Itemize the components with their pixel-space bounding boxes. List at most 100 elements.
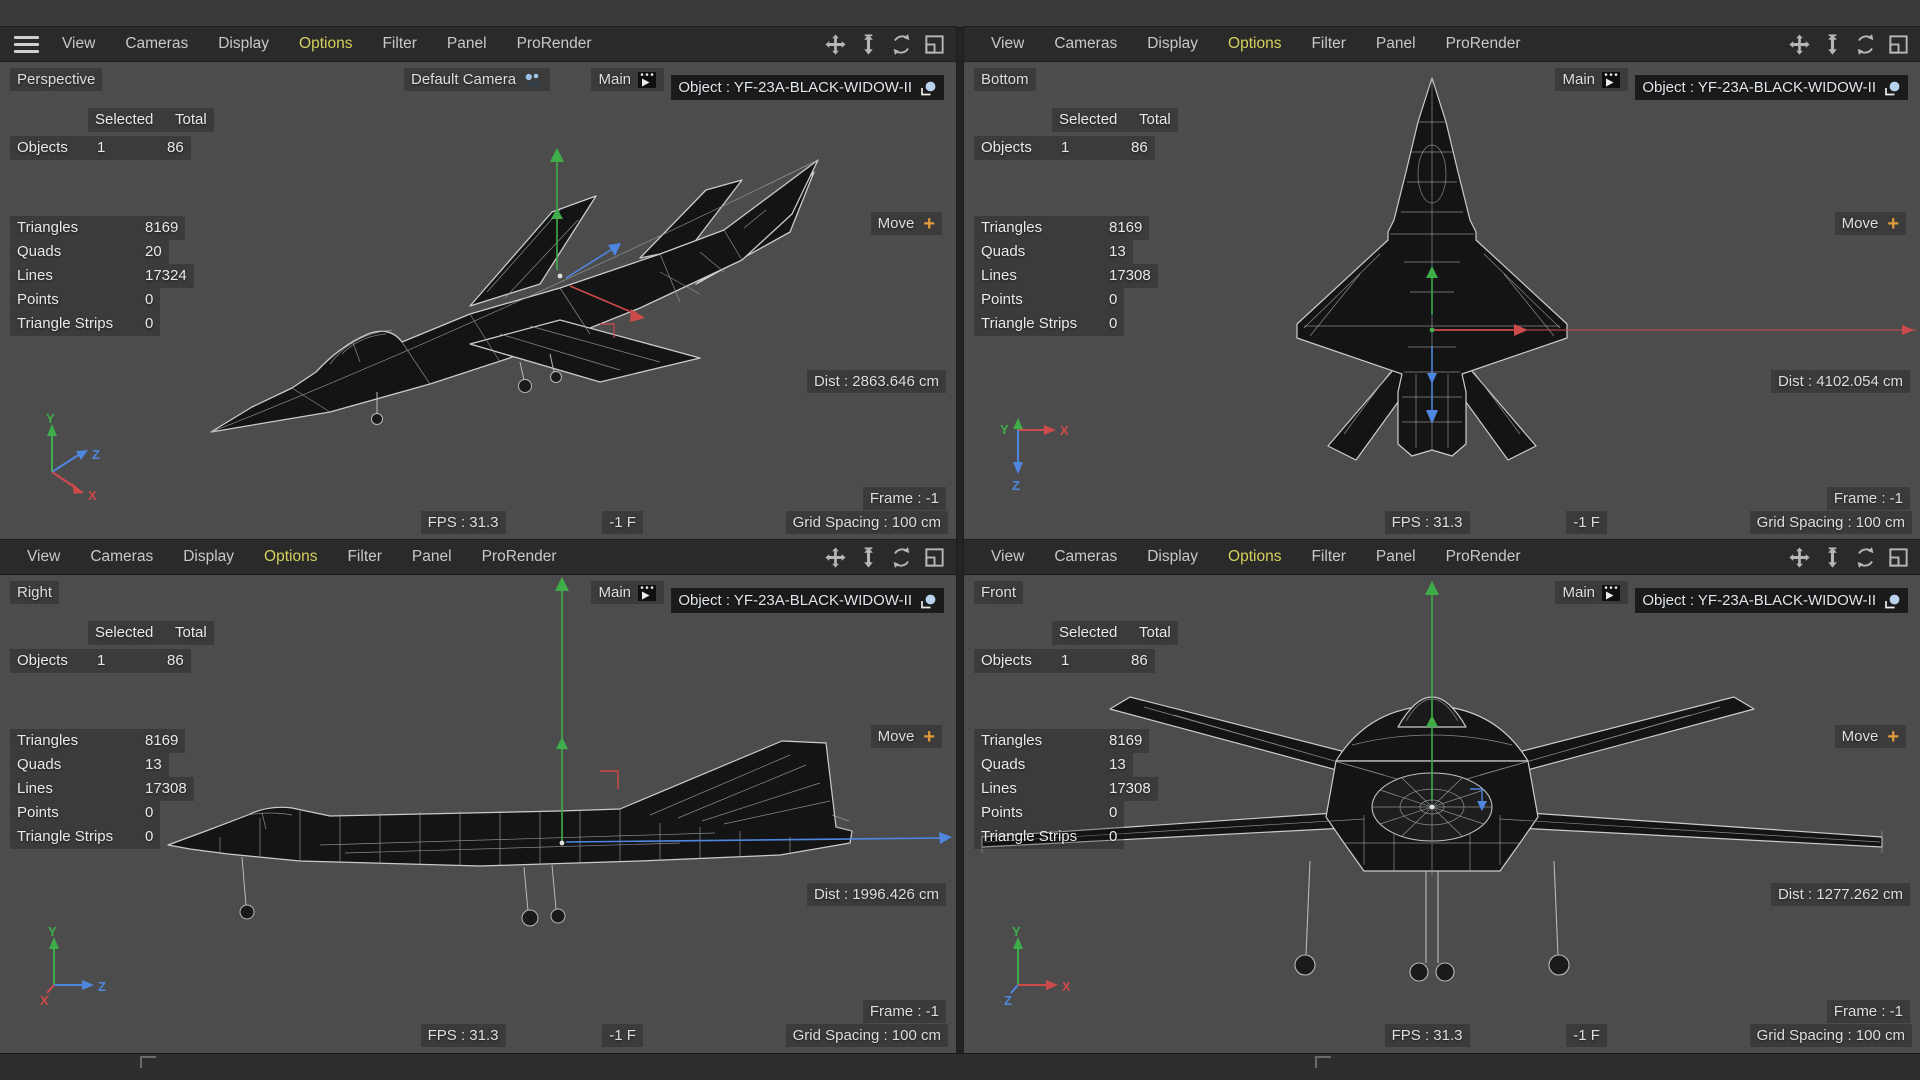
menu-filter[interactable]: Filter — [382, 35, 417, 52]
stat-value: 20 — [145, 243, 162, 260]
pan-view-icon[interactable] — [824, 546, 847, 569]
menu-prorender[interactable]: ProRender — [516, 35, 592, 52]
viewport-front[interactable]: View Cameras Display Options Filter Pane… — [964, 540, 1920, 1053]
object-name-tag[interactable]: Object : YF-23A-BLACK-WIDOW-II — [671, 75, 944, 100]
dolly-zoom-icon[interactable] — [1821, 546, 1844, 569]
viewport-canvas[interactable]: Front Main Object : YF-23A-BLACK-WIDOW-I… — [964, 575, 1920, 1053]
viewport-perspective[interactable]: View Cameras Display Options Filter Pane… — [0, 27, 956, 540]
menu-cameras[interactable]: Cameras — [1054, 548, 1118, 565]
menu-panel[interactable]: Panel — [1375, 548, 1416, 565]
camera-label[interactable]: Default Camera — [404, 68, 551, 91]
menu-filter[interactable]: Filter — [1311, 548, 1346, 565]
stat-label: Triangle Strips — [17, 315, 114, 332]
viewport-menubar: View Cameras Display Options Filter Pane… — [964, 27, 1920, 62]
wireframe-model-bottom[interactable] — [964, 62, 1920, 540]
pan-view-icon[interactable] — [1788, 546, 1811, 569]
frame-readout: Frame : -1 — [1826, 1000, 1910, 1023]
toggle-viewport-icon[interactable] — [923, 546, 946, 569]
object-name-tag[interactable]: Object : YF-23A-BLACK-WIDOW-II — [1635, 588, 1908, 613]
pan-view-icon[interactable] — [824, 33, 847, 56]
rotate-view-icon[interactable] — [890, 546, 913, 569]
menu-view[interactable]: View — [62, 35, 96, 52]
stats-objects-label: Objects — [17, 139, 68, 156]
distance-readout: Dist : 1996.426 cm — [806, 883, 946, 906]
hamburger-menu-icon[interactable] — [14, 35, 39, 53]
stat-value: 0 — [1109, 804, 1118, 821]
stats-objects-total: 86 — [1131, 652, 1148, 669]
move-tool-tag[interactable]: Move + — [870, 212, 942, 235]
menu-panel[interactable]: Panel — [446, 35, 487, 52]
dolly-zoom-icon[interactable] — [1821, 33, 1844, 56]
svg-text:Z: Z — [92, 447, 100, 462]
menu-view[interactable]: View — [991, 548, 1025, 565]
film-icon — [637, 71, 657, 89]
menu-cameras[interactable]: Cameras — [125, 35, 189, 52]
toggle-viewport-icon[interactable] — [1887, 546, 1910, 569]
grid-spacing-readout: Grid Spacing : 100 cm — [1749, 1024, 1912, 1047]
main-take-tag[interactable]: Main — [591, 68, 664, 91]
menu-cameras[interactable]: Cameras — [1054, 35, 1118, 52]
wireframe-model-front[interactable] — [964, 575, 1920, 1053]
wireframe-model-perspective[interactable] — [0, 62, 956, 540]
menu-display[interactable]: Display — [1147, 548, 1199, 565]
viewport-canvas[interactable]: Right Main Object : YF-23A-BLACK-WIDOW-I… — [0, 575, 956, 1053]
menu-filter[interactable]: Filter — [347, 548, 382, 565]
main-take-tag[interactable]: Main — [591, 581, 664, 604]
stat-value: 13 — [1109, 756, 1126, 773]
rotate-view-icon[interactable] — [1854, 33, 1877, 56]
view-name-label[interactable]: Right — [10, 581, 60, 604]
menu-options[interactable]: Options — [1228, 548, 1282, 565]
viewport-bottom[interactable]: View Cameras Display Options Filter Pane… — [964, 27, 1920, 540]
menu-prorender[interactable]: ProRender — [1445, 548, 1521, 565]
grid-spacing-readout: Grid Spacing : 100 cm — [785, 511, 948, 534]
wireframe-model-right[interactable] — [0, 575, 956, 1053]
pan-view-icon[interactable] — [1788, 33, 1811, 56]
toggle-viewport-icon[interactable] — [1887, 33, 1910, 56]
stat-label: Lines — [981, 780, 1017, 797]
stat-value: 0 — [1109, 315, 1118, 332]
menu-panel[interactable]: Panel — [411, 548, 452, 565]
menu-prorender[interactable]: ProRender — [1445, 35, 1521, 52]
object-name-tag[interactable]: Object : YF-23A-BLACK-WIDOW-II — [671, 588, 944, 613]
object-name-tag[interactable]: Object : YF-23A-BLACK-WIDOW-II — [1635, 75, 1908, 100]
menu-options[interactable]: Options — [1228, 35, 1282, 52]
menu-options[interactable]: Options — [264, 548, 318, 565]
stat-label: Triangles — [17, 732, 79, 749]
view-name-label[interactable]: Front — [974, 581, 1024, 604]
stat-label: Triangle Strips — [981, 828, 1078, 845]
stats-objects-total: 86 — [167, 139, 184, 156]
move-tool-tag[interactable]: Move + — [1834, 212, 1906, 235]
dolly-zoom-icon[interactable] — [857, 546, 880, 569]
menu-display[interactable]: Display — [1147, 35, 1199, 52]
stat-label: Points — [17, 291, 59, 308]
viewport-canvas[interactable]: Perspective Default Camera Main Object :… — [0, 62, 956, 540]
move-tool-tag[interactable]: Move + — [1834, 725, 1906, 748]
view-name-label[interactable]: Bottom — [974, 68, 1036, 91]
view-name-label[interactable]: Perspective — [10, 68, 103, 91]
toggle-viewport-icon[interactable] — [923, 33, 946, 56]
menu-panel[interactable]: Panel — [1375, 35, 1416, 52]
stat-value: 0 — [1109, 828, 1118, 845]
viewport-canvas[interactable]: Bottom Main Object : YF-23A-BLACK-WIDOW-… — [964, 62, 1920, 540]
stat-value: 0 — [145, 291, 154, 308]
menu-prorender[interactable]: ProRender — [481, 548, 557, 565]
rotate-view-icon[interactable] — [890, 33, 913, 56]
dolly-zoom-icon[interactable] — [857, 33, 880, 56]
viewport-right[interactable]: View Cameras Display Options Filter Pane… — [0, 540, 956, 1053]
menu-cameras[interactable]: Cameras — [90, 548, 154, 565]
svg-text:Y: Y — [46, 412, 55, 426]
menu-view[interactable]: View — [991, 35, 1025, 52]
svg-text:X: X — [1060, 423, 1069, 438]
rotate-view-icon[interactable] — [1854, 546, 1877, 569]
stats-objects-label: Objects — [981, 652, 1032, 669]
menu-options[interactable]: Options — [299, 35, 353, 52]
menu-display[interactable]: Display — [183, 548, 235, 565]
main-take-tag[interactable]: Main — [1555, 581, 1628, 604]
menu-filter[interactable]: Filter — [1311, 35, 1346, 52]
move-tool-tag[interactable]: Move + — [870, 725, 942, 748]
main-take-tag[interactable]: Main — [1555, 68, 1628, 91]
axis-gizmo-3d — [555, 577, 952, 846]
menu-view[interactable]: View — [27, 548, 61, 565]
menu-display[interactable]: Display — [218, 35, 270, 52]
